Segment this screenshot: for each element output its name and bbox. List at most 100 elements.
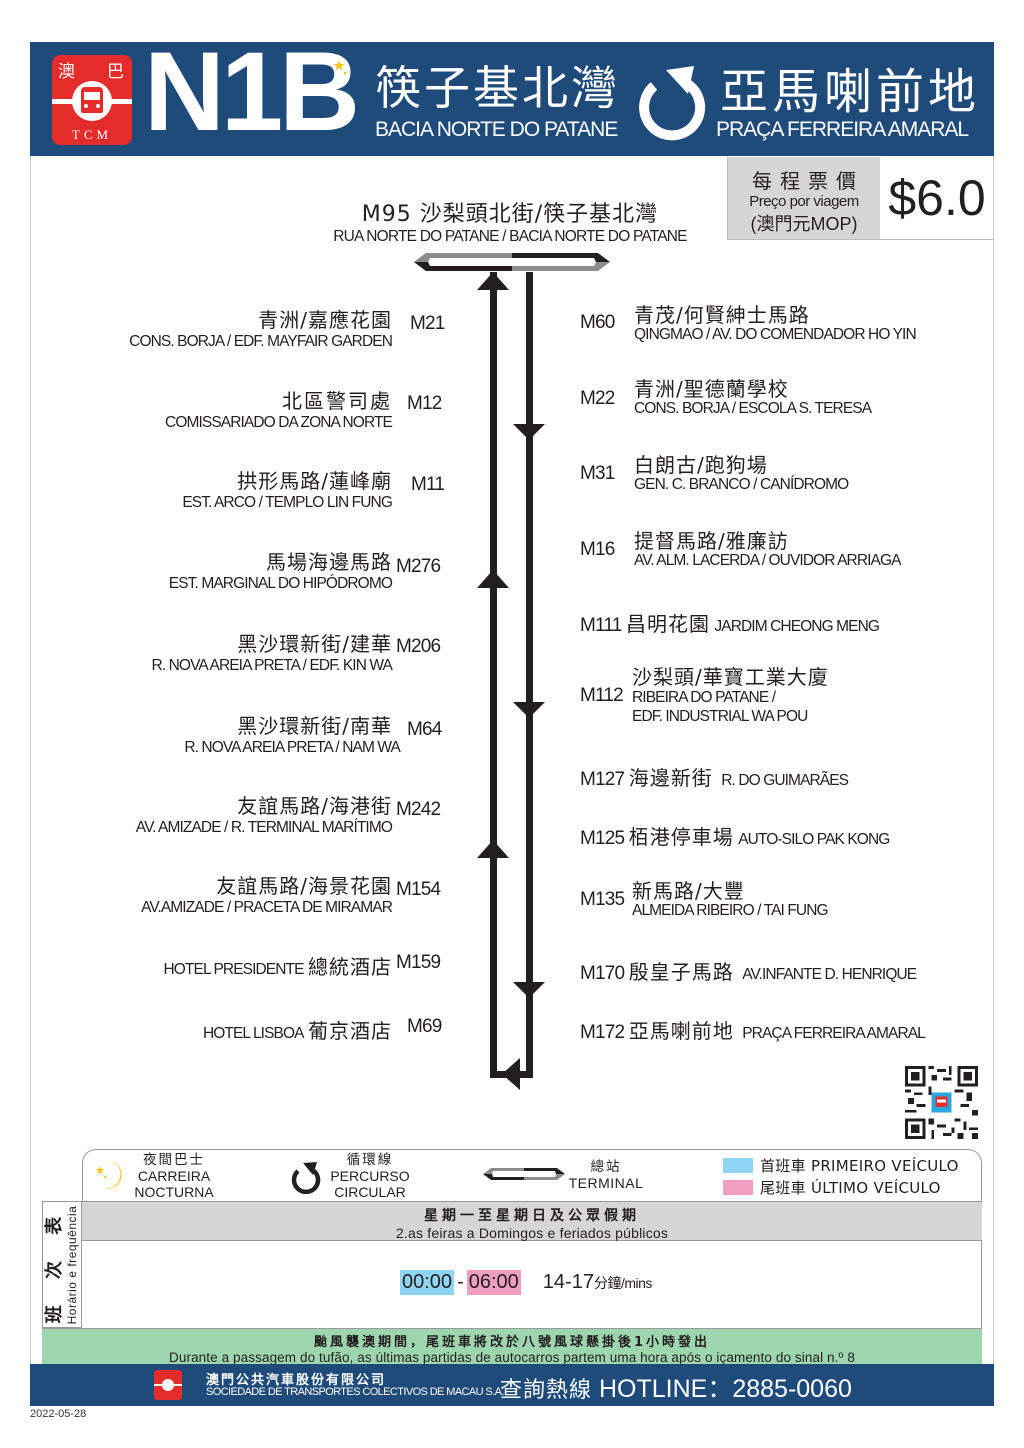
terminal-icon (483, 1168, 565, 1180)
route-number: N1B (144, 29, 360, 154)
frequency: 14-17 (542, 1271, 594, 1293)
legend-terminal: 總站 TERMINAL (561, 1159, 651, 1191)
stop-code: M125 (580, 828, 625, 849)
stop-code: M276 (396, 556, 441, 577)
stop-code: M11 (411, 474, 445, 495)
stop-name-zh: 栢港停車場 (628, 825, 734, 849)
stop-left-0: 青洲/嘉應花園 CONS. BORJA / EDF. MAYFAIR GARDE… (60, 304, 393, 351)
stop-name-pt: R. NOVA AREIA PRETA / NAM WA (184, 739, 401, 756)
stop-code: M206 (396, 636, 441, 657)
stop-code: M12 (407, 393, 442, 414)
stop-name-zh: 亞馬喇前地 (628, 1019, 734, 1043)
stop-name-pt: R. DO GUIMARÃES (721, 772, 849, 789)
stop-name-zh: 提督馬路/雅廉訪 (634, 529, 789, 553)
first-bus-label: 首班車 PRIMEIRO VEÍCULO (760, 1157, 959, 1175)
timetable-side-label: 班 次 表 Horário e frequência (42, 1201, 82, 1328)
stop-name-pt: GEN. C. BRANCO / CANÍDROMO (634, 476, 849, 493)
fare-label-pt: Preço por viagem (749, 193, 859, 210)
legend: 夜間巴士 CARREIRA NOCTURNA 循環線 PERCURSO CIRC… (82, 1149, 982, 1201)
stop-name-zh: 白朗古/跑狗場 (634, 453, 768, 477)
legend-circular-zh: 循環線 (346, 1152, 394, 1168)
stop-name-zh: 友誼馬路/海景花園 (216, 874, 392, 898)
timetable-days-pt: 2.as feiras a Domingos e feriados públic… (395, 1225, 669, 1241)
tcm-mini-logo (154, 1370, 182, 1400)
stop-code: M154 (396, 879, 441, 900)
bus-icon (81, 87, 103, 113)
stop-name-pt: EST. ARCO / TEMPLO LIN FUNG (182, 494, 393, 511)
stop-name-zh: 黑沙環新街/建華 (237, 632, 392, 656)
legend-circular-pt1: PERCURSO (330, 1168, 410, 1184)
stop-name-zh: 沙梨頭/華寶工業大廈 (632, 665, 829, 689)
stop-name-pt: QINGMAO / AV. DO COMENDADOR HO YIN (634, 326, 917, 343)
hotline-number[interactable]: 2885-0060 (732, 1375, 852, 1403)
stop-left-8: HOTEL PRESIDENTE 總統酒店 (60, 951, 392, 980)
timetable-days-zh: 星期一至星期日及公眾假期 (424, 1208, 640, 1224)
typhoon-notice-pt: Durante a passagem do tufão, as últimas … (169, 1350, 855, 1365)
timetable-row: 00:00 - 06:00 14-17 分鐘/mins (400, 1270, 652, 1295)
stop-code: M69 (407, 1016, 442, 1037)
hotline-label-zh: 查詢熱線 (500, 1378, 593, 1403)
stop-right-6: M127 海邊新街 R. DO GUIMARÃES (580, 762, 980, 791)
route-header: 澳 巴 TCM N1B 筷子基北灣 BACIA NORTE DO PATANE … (30, 36, 994, 156)
stop-left-2: 拱形馬路/蓮峰廟 EST. ARCO / TEMPLO LIN FUNG (60, 465, 393, 512)
stop-name-zh: 總統酒店 (308, 955, 392, 979)
legend-terminal-zh: 總站 (590, 1159, 622, 1175)
stop-name-pt: COMISSARIADO DA ZONA NORTE (165, 414, 393, 431)
stop-name-zh: 青茂/何賢紳士馬路 (634, 303, 810, 327)
legend-circular-pt2: CIRCULAR (334, 1184, 406, 1200)
stop-name-pt: HOTEL PRESIDENTE (163, 961, 304, 978)
stop-name-pt: AV.AMIZADE / PRACETA DE MIRAMAR (141, 899, 393, 916)
timetable-title-pt: Horário e frequência (65, 1205, 79, 1324)
logo-tcm: TCM (71, 127, 113, 142)
stop-left-6: 友誼馬路/海港街 AV. AMIZADE / R. TERMINAL MARÍT… (60, 790, 393, 837)
stop-left-5: 黑沙環新街/南華 R. NOVA AREIA PRETA / NAM WA (60, 710, 401, 757)
fare-unit: (澳門元MOP) (750, 214, 858, 234)
stop-name-zh: 馬場海邊馬路 (266, 550, 392, 574)
circular-arrow-icon (639, 66, 706, 141)
stop-name-pt: AUTO-SILO PAK KONG (738, 831, 890, 848)
stop-code: M21 (410, 313, 445, 334)
stop-name-zh: 北區警司處 (282, 389, 392, 413)
terminal-stop-pt: RUA NORTE DO PATANE / BACIA NORTE DO PAT… (333, 228, 687, 245)
tcm-logo: 澳 巴 TCM (52, 55, 132, 145)
stop-code: M170 (580, 963, 625, 984)
stop-name-pt: ALMEIDA RIBEIRO / TAI FUNG (632, 902, 829, 919)
stop-name-pt: HOTEL LISBOA (202, 1025, 305, 1042)
typhoon-notice-zh: 颱風襲澳期間，尾班車將改於八號風球懸掛後1小時發出 (313, 1335, 711, 1350)
stop-left-3: 馬場海邊馬路 EST. MARGINAL DO HIPÓDROMO (60, 546, 393, 593)
first-bus-swatch (723, 1158, 753, 1173)
stop-code: M16 (580, 539, 615, 560)
hotline-label: HOTLINE： (598, 1375, 733, 1403)
stop-code: M159 (396, 952, 441, 973)
last-bus-swatch (723, 1180, 753, 1195)
stop-right-4: M111 昌明花園 JARDIM CHEONG MENG (580, 608, 980, 637)
legend-night-zh: 夜間巴士 (143, 1152, 205, 1168)
legend-night-pt2: NOCTURNA (134, 1184, 214, 1200)
origin-name-pt: BACIA NORTE DO PATANE (375, 118, 618, 141)
stop-name-zh: 葡京酒店 (308, 1019, 392, 1043)
circular-route-icon (291, 1162, 321, 1194)
stop-name-pt: PRAÇA FERREIRA AMARAL (742, 1025, 926, 1042)
fare-value: $6.0 (880, 157, 994, 240)
company-name-zh: 澳門公共汽車股份有限公司 (206, 1373, 387, 1388)
stop-code: M31 (580, 463, 615, 484)
stop-name-zh: 新馬路/大豐 (632, 879, 745, 903)
stop-left-4: 黑沙環新街/建華 R. NOVA AREIA PRETA / EDF. KIN … (60, 628, 393, 675)
stop-right-9: M170 殷皇子馬路 AV.INFANTE D. HENRIQUE (580, 956, 980, 985)
logo-char-left: 澳 (58, 62, 75, 82)
stop-code: M242 (396, 799, 441, 820)
stop-name-zh: 黑沙環新街/南華 (237, 714, 392, 738)
stop-code: M127 (580, 769, 625, 790)
stop-name-pt: CONS. BORJA / EDF. MAYFAIR GARDEN (129, 333, 393, 350)
stop-name-zh: 拱形馬路/蓮峰廟 (237, 469, 392, 493)
company-name-pt: SOCIEDADE DE TRANSPORTES COLECTIVOS DE M… (206, 1386, 504, 1398)
timetable-days-header: 星期一至星期日及公眾假期 2.as feiras a Domingos e fe… (82, 1201, 982, 1241)
origin-name-zh: 筷子基北灣 (375, 61, 620, 115)
terminal-stop: M95 沙梨頭北街/筷子基北灣 RUA NORTE DO PATANE / BA… (290, 196, 730, 246)
hotline[interactable]: 查詢熱線 HOTLINE：2885-0060 (500, 1369, 852, 1405)
stop-name-pt: AV. ALM. LACERDA / OUVIDOR ARRIAGA (634, 552, 901, 569)
last-bus-label: 尾班車 ÚLTIMO VEÍCULO (760, 1179, 941, 1197)
qr-code-icon[interactable] (905, 1066, 978, 1139)
legend-night-bus: 夜間巴士 CARREIRA NOCTURNA (129, 1152, 219, 1200)
timetable-body: 00:00 - 06:00 14-17 分鐘/mins (82, 1241, 982, 1328)
